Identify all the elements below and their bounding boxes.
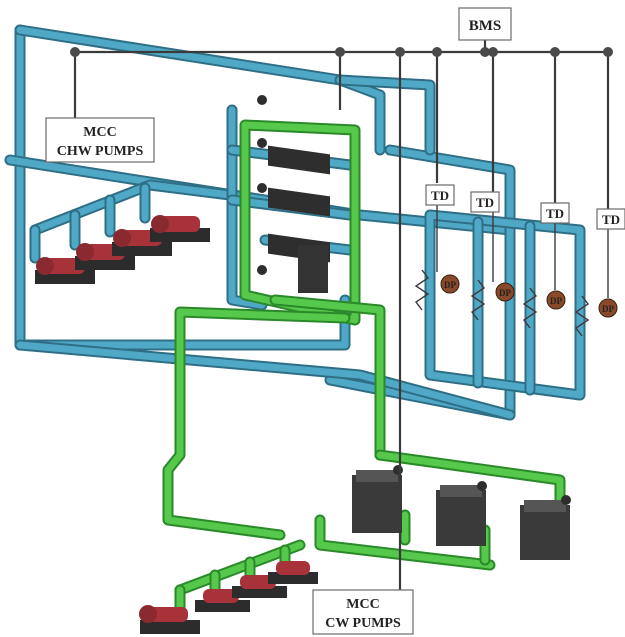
dp-sensor-4: DP [574,295,618,337]
td-label-4: TD [602,212,620,227]
mcc-chw-line2: CHW PUMPS [57,144,144,159]
td-box-4: TD [596,208,625,230]
chilled-water-piping [4,24,586,421]
cw-pump-4 [268,561,318,584]
bms-box: BMS [458,7,512,41]
mcc-chw-pumps-box: MCC CHW PUMPS [45,117,155,163]
dp-sensor-2: DP [470,279,515,321]
ahu-1 [257,95,330,175]
air-handling-units [257,95,330,293]
dp-label-1: DP [444,280,456,290]
chiller-3 [520,495,571,560]
dp-sensor-3: DP [522,287,566,329]
td-box-2: TD [470,191,500,213]
mcc-chw-line1: MCC [83,125,116,140]
chw-pumps [35,215,210,284]
cw-pump-1 [139,605,200,634]
ahu-2 [257,138,330,217]
dp-sensor-1: DP [414,269,460,311]
dp-sensors: DP DP DP DP [414,269,618,337]
chillers [352,465,571,560]
mcc-cw-line2: CW PUMPS [325,616,401,631]
dp-label-4: DP [602,304,614,314]
dp-label-3: DP [550,296,562,306]
mcc-cw-line1: MCC [346,597,379,612]
td-box-3: TD [540,202,570,224]
chw-pump-4 [150,215,210,242]
chiller-1 [352,465,403,533]
bms-wiring [70,40,613,600]
cw-pumps [139,561,318,634]
td-box-1: TD [425,184,455,206]
cw-pump-2 [195,589,250,612]
mcc-cw-pumps-box: MCC CW PUMPS [312,589,414,635]
td-label-2: TD [476,195,494,210]
chiller-2 [436,481,487,546]
cw-pump-3 [232,575,287,598]
bms-label: BMS [469,18,502,34]
heat-exchanger [257,245,328,293]
td-label-3: TD [546,206,564,221]
dp-label-2: DP [499,288,511,298]
td-label-1: TD [431,188,449,203]
